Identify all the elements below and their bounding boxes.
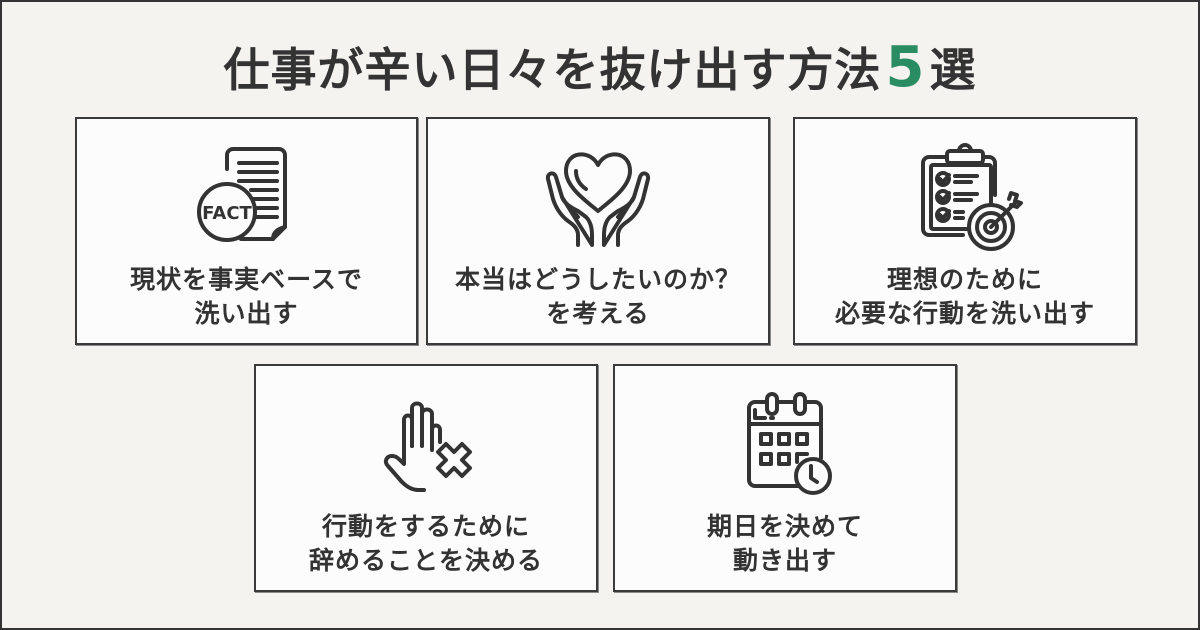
card-label-line: 現状を事実ベースで: [130, 265, 363, 294]
hands-holding-heart-icon: [538, 143, 658, 253]
checklist-target-icon: [905, 143, 1025, 253]
fact-document-icon: FACT: [187, 143, 307, 253]
card-label-line: を考える: [546, 299, 650, 328]
card-label-line: 洗い出す: [194, 299, 299, 328]
card-set-deadline: 期日を決めて 動き出す: [613, 364, 957, 592]
card-label: 行動をするために 辞めることを決める: [256, 510, 596, 578]
title-suffix: 選: [929, 43, 977, 97]
card-label: 本当はどうしたいのか？ を考える: [428, 263, 768, 331]
card-label-line: 期日を決めて: [706, 512, 863, 541]
card-label: 現状を事実ベースで 洗い出す: [77, 263, 416, 331]
card-label-line: 辞めることを決める: [308, 546, 543, 575]
card-label: 理想のために 必要な行動を洗い出す: [795, 263, 1135, 331]
card-necessary-actions: 理想のために 必要な行動を洗い出す: [793, 117, 1137, 345]
card-label-line: 行動をするために: [321, 512, 530, 541]
hand-stop-x-icon: [366, 390, 486, 500]
calendar-clock-icon: [725, 390, 845, 500]
card-current-situation: FACT 現状を事実ベースで 洗い出す: [75, 117, 418, 345]
card-things-to-quit: 行動をするために 辞めることを決める: [254, 364, 598, 592]
card-label: 期日を決めて 動き出す: [615, 510, 955, 578]
title-number: 5: [885, 35, 926, 100]
page-title: 仕事が辛い日々を抜け出す方法5選: [0, 38, 1200, 100]
card-label-line: 理想のために: [886, 265, 1043, 294]
card-label-line: 動き出す: [732, 546, 837, 575]
svg-text:FACT: FACT: [202, 203, 252, 224]
card-label-line: 本当はどうしたいのか？: [454, 265, 741, 294]
card-label-line: 必要な行動を洗い出す: [834, 299, 1095, 328]
title-text: 仕事が辛い日々を抜け出す方法: [223, 43, 882, 97]
card-what-you-want: 本当はどうしたいのか？ を考える: [426, 117, 770, 345]
